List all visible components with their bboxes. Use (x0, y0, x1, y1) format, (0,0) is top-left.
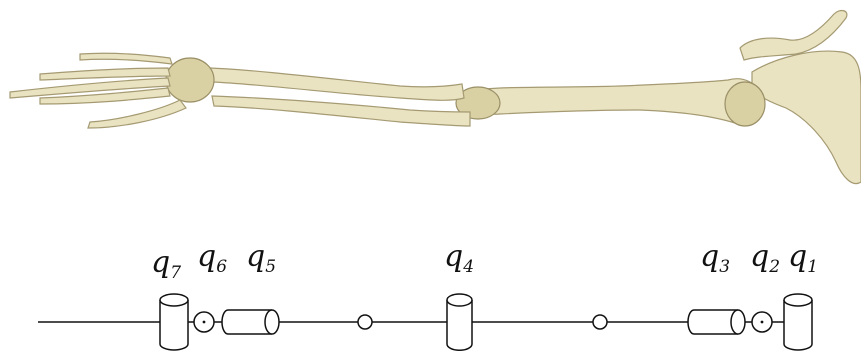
joint-q4-symbol (447, 294, 472, 350)
scapula-bone (752, 51, 861, 183)
finger-little (80, 53, 172, 64)
humerus-bone (478, 79, 761, 125)
joint-label-q1: q1 (788, 239, 818, 277)
joint-label-q4: q4 (444, 239, 474, 277)
finger-thumb (88, 100, 186, 128)
joint-label-q2: q2 (750, 239, 780, 277)
joint-q5-symbol (222, 310, 279, 334)
joint-q7-symbol (160, 294, 188, 350)
finger-ring (40, 68, 170, 80)
joint-label-q3: q3 (700, 239, 730, 277)
joint-labels: q7 q6 q5 q4 q3 q2 q1 (151, 239, 818, 283)
joint-q6-symbol (194, 312, 214, 332)
arm-skeleton-illustration (10, 11, 861, 184)
joint-label-q7: q7 (151, 245, 181, 283)
joint-q3-symbol (688, 310, 745, 334)
passive-joint-circle (358, 315, 372, 329)
humeral-head (725, 82, 765, 126)
kinematic-chain (38, 294, 812, 350)
carpal-bones (166, 58, 214, 102)
joint-q1-symbol (784, 294, 812, 350)
radius-bone (210, 68, 464, 100)
passive-joint-circle (593, 315, 607, 329)
joint-q2-symbol (752, 312, 772, 332)
joint-label-q6: q6 (197, 239, 227, 277)
joint-label-q5: q5 (246, 239, 276, 277)
hand-fingers (10, 53, 186, 128)
